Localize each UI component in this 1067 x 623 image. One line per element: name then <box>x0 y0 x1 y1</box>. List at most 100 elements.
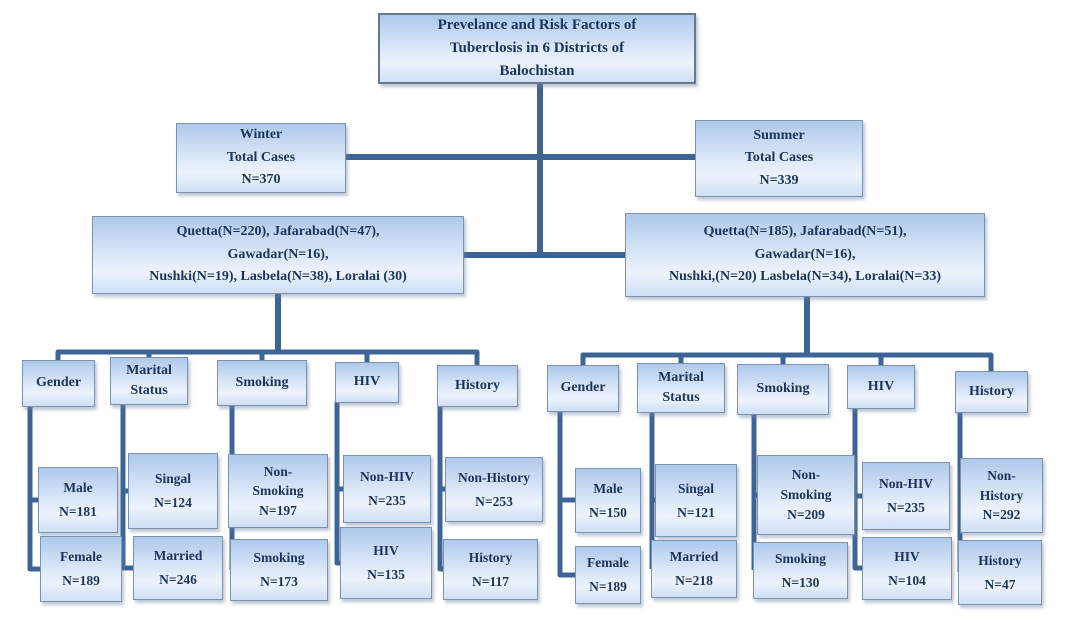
winter-non-history-box: Non-History N=253 <box>445 457 543 522</box>
winter-non-smoking-label-line2: Smoking <box>252 483 304 499</box>
summer-history-label: History <box>978 552 1022 568</box>
winter-married-label: Married <box>153 548 203 564</box>
summer-total-box: Summer Total Cases N=339 <box>695 120 863 197</box>
summer-non-hiv-box: Non-HIV N=235 <box>862 462 950 530</box>
winter-total-count: N=370 <box>241 172 281 188</box>
winter-single-count: N=124 <box>154 495 192 510</box>
winter-single-box: Singal N=124 <box>128 453 218 529</box>
winter-smoking-category-label: Smoking <box>235 374 289 390</box>
summer-smoking-category-box: Smoking <box>737 364 829 415</box>
winter-smoking-count: N=173 <box>260 574 298 589</box>
summer-districts-box: Quetta(N=185), Jafarabad(N=51), Gawadar(… <box>625 213 985 297</box>
winter-married-count: N=246 <box>159 572 197 587</box>
summer-married-label: Married <box>669 549 719 565</box>
summer-single-box: Singal N=121 <box>655 464 737 537</box>
winter-hiv-category-label: HIV <box>353 374 381 390</box>
winter-history-count: N=117 <box>472 573 509 589</box>
summer-districts-line1: Quetta(N=185), Jafarabad(N=51), <box>703 224 907 240</box>
winter-districts-box: Quetta(N=220), Jafarabad(N=47), Gawadar(… <box>92 216 464 294</box>
root-title-box: Prevelance and Risk Factors of Tuberclos… <box>378 13 696 84</box>
winter-non-hiv-label: Non-HIV <box>359 469 414 485</box>
summer-smoking-box: Smoking N=130 <box>753 542 848 599</box>
root-title-line3: Balochistan <box>499 63 575 80</box>
winter-male-label: Male <box>63 480 93 496</box>
winter-hiv-label: HIV <box>373 543 399 559</box>
summer-total-count: N=339 <box>759 172 799 188</box>
winter-history-category-box: History <box>437 365 518 407</box>
summer-female-box: Female N=189 <box>575 546 641 604</box>
winter-non-smoking-label-line1: Non- <box>263 463 293 479</box>
summer-hiv-category-label: HIV <box>867 378 895 394</box>
summer-non-hiv-label: Non-HIV <box>878 476 933 492</box>
connector-summer-bus <box>580 352 994 373</box>
winter-districts-line2: Gawadar(N=16), <box>227 246 329 262</box>
winter-history-box: History N=117 <box>443 539 538 600</box>
winter-non-history-count: N=253 <box>475 493 513 509</box>
winter-smoking-label: Smoking <box>253 550 305 566</box>
winter-female-box: Female N=189 <box>40 536 122 602</box>
summer-non-history-label-line2: History <box>979 487 1024 503</box>
summer-smoking-category-label: Smoking <box>756 381 810 397</box>
winter-married-box: Married N=246 <box>133 536 223 600</box>
summer-non-history-count: N=292 <box>982 507 1021 523</box>
summer-non-smoking-label-line1: Non- <box>791 466 821 482</box>
winter-non-smoking-box: Non- Smoking N=197 <box>228 454 328 528</box>
connector-winter-marital-hang <box>120 404 135 571</box>
summer-total-label: Total Cases <box>744 150 814 166</box>
summer-gender-category-label: Gender <box>560 380 606 396</box>
winter-districts-line1: Quetta(N=220), Jafarabad(N=47), <box>176 224 380 240</box>
winter-history-label: History <box>468 549 513 565</box>
summer-history-count: N=47 <box>984 576 1016 592</box>
summer-male-label: Male <box>593 480 623 496</box>
summer-married-box: Married N=218 <box>651 540 737 598</box>
winter-season-label: Winter <box>239 127 283 143</box>
summer-season-label: Summer <box>753 127 805 143</box>
winter-districts-line3: Nushki(N=19), Lasbela(N=38), Loralai (30… <box>149 269 407 285</box>
summer-non-hiv-count: N=235 <box>887 500 925 515</box>
summer-hiv-label: HIV <box>894 548 920 564</box>
connector-summer-gender-hang <box>557 411 577 578</box>
summer-non-smoking-label-line2: Smoking <box>780 486 832 502</box>
summer-districts-line3: Nushki,(N=20) Lasbela(N=34), Loralai(N=3… <box>668 269 942 285</box>
winter-male-count: N=181 <box>59 504 97 519</box>
winter-non-history-label: Non-History <box>458 469 530 485</box>
winter-total-box: Winter Total Cases N=370 <box>176 123 346 193</box>
summer-smoking-count: N=130 <box>781 574 820 590</box>
connector-summer-hiv-hang <box>852 408 864 571</box>
summer-hiv-category-box: HIV <box>847 365 915 409</box>
connector-winter-bus <box>55 349 480 366</box>
summer-married-count: N=218 <box>675 573 713 588</box>
winter-hiv-count: N=135 <box>367 567 405 582</box>
summer-smoking-label: Smoking <box>774 550 827 566</box>
winter-non-hiv-box: Non-HIV N=235 <box>343 455 431 523</box>
summer-districts-line2: Gawadar(N=16), <box>754 246 856 262</box>
summer-male-box: Male N=150 <box>575 468 641 533</box>
summer-female-label: Female <box>587 555 629 571</box>
summer-gender-category-box: Gender <box>547 365 619 412</box>
winter-marital-category-label: Marital Status <box>126 362 172 398</box>
winter-gender-category-box: Gender <box>22 360 95 407</box>
winter-single-label: Singal <box>154 471 192 487</box>
summer-male-count: N=150 <box>589 504 627 520</box>
winter-female-count: N=189 <box>62 573 100 588</box>
summer-female-count: N=189 <box>589 579 627 594</box>
winter-marital-category-box: Marital Status <box>110 357 188 405</box>
summer-hiv-box: HIV N=104 <box>862 537 952 600</box>
winter-smoking-category-box: Smoking <box>217 360 307 406</box>
summer-hiv-count: N=104 <box>888 572 926 588</box>
winter-history-category-label: History <box>454 377 501 393</box>
winter-male-box: Male N=181 <box>38 467 118 533</box>
summer-non-history-box: Non- History N=292 <box>960 458 1043 533</box>
winter-female-label: Female <box>60 549 102 565</box>
winter-gender-category-label: Gender <box>35 375 82 391</box>
connector-winter-gender-hang <box>27 406 42 572</box>
summer-history-box: History N=47 <box>958 540 1042 605</box>
winter-non-hiv-count: N=235 <box>368 493 406 508</box>
root-title-line2: Tuberclosis in 6 Districts of <box>449 39 625 56</box>
winter-total-label: Total Cases <box>226 149 296 165</box>
summer-non-history-label-line1: Non- <box>987 468 1016 484</box>
winter-non-smoking-count: N=197 <box>259 502 297 518</box>
winter-smoking-box: Smoking N=173 <box>230 539 328 601</box>
summer-single-count: N=121 <box>677 504 715 520</box>
